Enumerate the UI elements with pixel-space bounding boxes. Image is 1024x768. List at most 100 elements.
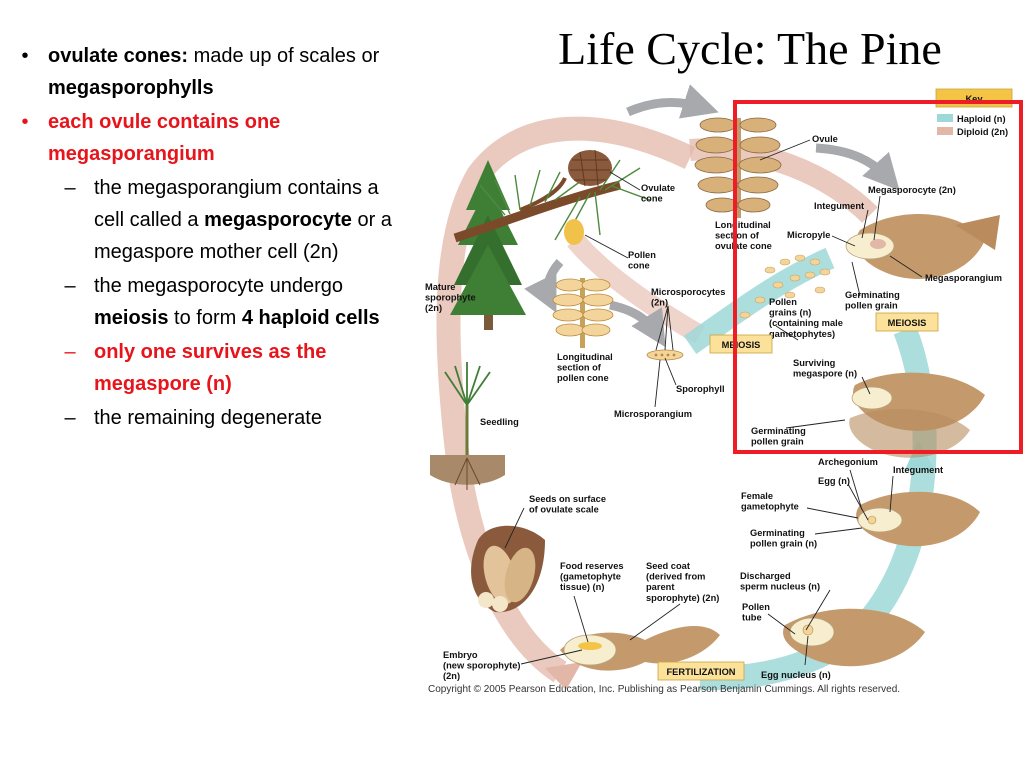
bullet-1: • ovulate cones: made up of scales or meg… — [10, 40, 405, 104]
pollen-grains — [739, 254, 831, 319]
haploid-pollen-path — [683, 247, 835, 355]
label-line: Embryo — [443, 650, 478, 660]
label-microsporangium: Microsporangium — [614, 409, 692, 419]
label-line: Ovule — [812, 134, 838, 144]
leader-lines — [504, 139, 923, 666]
label-line: (2n) — [443, 671, 460, 681]
label-line: Egg (n) — [818, 476, 850, 486]
bullet-marker: – — [64, 177, 76, 199]
bullet-marker: • — [21, 45, 29, 67]
label-line: Integument — [814, 201, 864, 211]
label-embryo: Embryo(new sporophyte)(2n) — [443, 650, 520, 681]
label-egg: Egg (n) — [818, 476, 850, 486]
label-line: gametophytes) — [769, 329, 835, 339]
label-line: megaspore (n) — [793, 369, 857, 379]
label-line: Megasporangium — [925, 273, 1002, 283]
label-line: Pollen — [742, 602, 770, 612]
label-line: sporophyte) (2n) — [646, 593, 719, 603]
haploid-swatch — [937, 114, 953, 122]
label-micropyle: Micropyle — [787, 230, 830, 240]
label-line: Micropyle — [787, 230, 830, 240]
bullet-list: • ovulate cones: made up of scales or meg… — [10, 40, 405, 436]
label-line: sperm nucleus (n) — [740, 582, 820, 592]
bullet-text: only one survives as the megaspore (n) — [94, 341, 327, 395]
label-line: Longitudinal — [557, 352, 613, 362]
label-line: Mature — [425, 282, 455, 292]
meiosis-label-top: MEIOSIS — [888, 318, 927, 328]
label-line: Microsporocytes — [651, 287, 725, 297]
ovule-megasporangium — [845, 213, 1000, 279]
label-megasporocyte: Megasporocyte (2n) — [868, 185, 956, 195]
label-line: section of — [715, 231, 760, 241]
meiosis-label-left: MEIOSIS — [722, 340, 761, 350]
label-line: Egg nucleus (n) — [761, 670, 831, 680]
bullet-marker: – — [64, 275, 76, 297]
label-line: sporophyte — [425, 293, 476, 303]
key-legend: Key Haploid (n) Diploid (2n) — [935, 88, 1013, 137]
key-haploid: Haploid (n) — [957, 114, 1006, 124]
label-line: Ovulate — [641, 183, 675, 193]
diploid-swatch — [937, 127, 953, 135]
fertilization-label: FERTILIZATION — [666, 667, 735, 677]
fertilization-arrowhead — [545, 662, 582, 690]
label-line: tissue) (n) — [560, 582, 604, 592]
bullet-text: megasporophylls — [48, 77, 214, 99]
embryo-seed — [560, 625, 720, 671]
bullet-6: –the remaining degenerate — [10, 402, 405, 434]
label-line: pollen grain (n) — [750, 539, 817, 549]
label-line: Pollen — [628, 250, 656, 260]
ovulate-cone-section — [694, 117, 782, 218]
label-line: (containing male — [769, 318, 843, 328]
label-line: ovulate cone — [715, 241, 772, 251]
label-microsporocytes: Microsporocytes(2n) — [651, 287, 725, 308]
label-line: (new sporophyte) — [443, 661, 520, 671]
label-line: Germinating — [845, 290, 900, 300]
bullet-text: ovulate cones: — [48, 45, 189, 67]
bullet-marker: – — [64, 341, 76, 363]
mature-sporophyte-tree — [450, 160, 526, 330]
pollen-cone-section — [552, 278, 614, 348]
label-line: Discharged — [740, 571, 791, 581]
meiosis-box-top: MEIOSIS — [875, 312, 939, 332]
label-megasporangium: Megasporangium — [925, 273, 1002, 283]
label-line: of ovulate scale — [529, 505, 599, 515]
slide-title: Life Cycle: The Pine — [558, 23, 942, 74]
bullet-text: the megasporangium contains a cell calle… — [94, 177, 379, 231]
fertilization-box: FERTILIZATION — [657, 661, 745, 681]
ovulate-cone — [568, 150, 612, 186]
label-line: Seed coat — [646, 561, 690, 571]
diploid-inner-segment — [567, 233, 706, 344]
label-line: cone — [641, 194, 663, 204]
label-sporophyll: Sporophyll — [676, 384, 725, 394]
label-line: Archegonium — [818, 457, 878, 467]
gray-arrow-top — [626, 84, 719, 119]
label-line: pollen grain — [751, 437, 804, 447]
gray-arrow-pollen-left — [524, 258, 564, 313]
label-line: Sporophyll — [676, 384, 725, 394]
bullet-text: made up of scales or — [188, 45, 380, 67]
label-line: Integument — [893, 465, 943, 475]
fertilization-ovule — [783, 608, 925, 667]
label-line: Germinating — [750, 528, 805, 538]
bullet-5: –only one survives as the megaspore (n) — [10, 336, 405, 400]
label-egg-nucleus: Egg nucleus (n) — [761, 670, 831, 680]
bullet-text: or a megaspore mother cell (2n) — [94, 209, 392, 263]
bullet-text: megasporocyte — [204, 209, 352, 231]
label-line: pollen cone — [557, 373, 609, 383]
pine-branch — [453, 149, 651, 245]
label-archegonium: Archegonium — [818, 457, 878, 467]
label-line: section of — [557, 363, 602, 373]
label-line: (2n) — [651, 298, 668, 308]
label-line: parent — [646, 582, 674, 592]
label-integument-mid: Integument — [893, 465, 943, 475]
label-ovule: Ovule — [812, 134, 838, 144]
